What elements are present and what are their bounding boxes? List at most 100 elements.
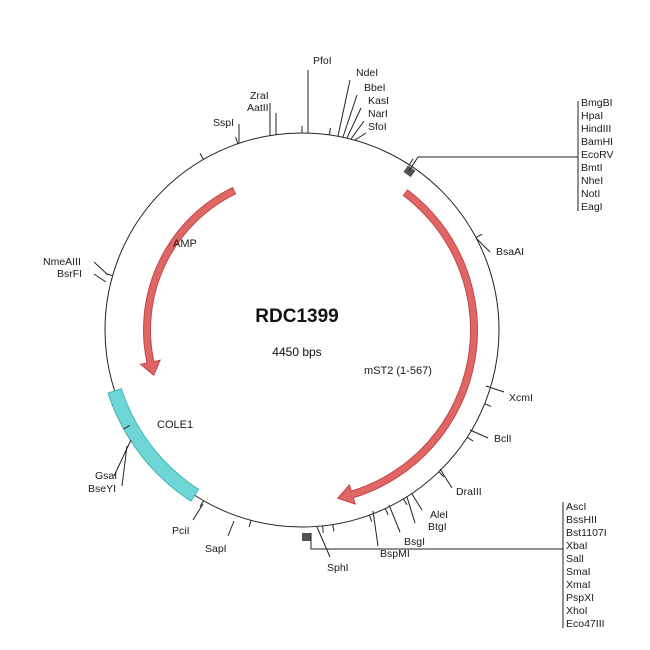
site-bspmi[interactable]: BspMI	[372, 510, 410, 560]
site-btgi-leader	[406, 496, 416, 524]
plasmid-size-label: 4450 bps	[272, 345, 321, 359]
site-pcii-leader	[192, 503, 204, 521]
site-zrai-label: ZraI	[250, 90, 269, 102]
site-bsgi-leader	[388, 504, 401, 533]
site-noti-label: NotI	[581, 188, 600, 200]
tick-bspmi	[368, 514, 373, 522]
site-hindiii-label: HindIII	[581, 123, 611, 135]
site-alei-leader	[411, 493, 423, 511]
site-hpai-label: HpaI	[581, 110, 603, 122]
site-zrai-group[interactable]: ZraI AatII	[247, 90, 277, 136]
site-xcmi-leader	[485, 385, 505, 393]
site-bcli[interactable]: BclI	[469, 429, 512, 445]
site-eco47iii-label: Eco47III	[566, 618, 605, 630]
tick-xcmi	[484, 403, 492, 407]
site-asci-leader	[310, 533, 563, 550]
site-pspxi-label: PspXI	[566, 592, 594, 604]
site-sapi[interactable]: SapI	[205, 520, 235, 555]
site-nmeaiii-label: NmeAIII	[43, 256, 81, 268]
site-xhoi-label: XhoI	[566, 605, 588, 617]
site-ecorv-label: EcoRV	[581, 149, 614, 161]
tick-alei	[403, 498, 408, 506]
tick-draiii	[438, 471, 445, 478]
tick-ndei-group	[328, 127, 331, 135]
site-smai-label: SmaI	[566, 566, 591, 578]
plasmid-name-title: RDC1399	[255, 306, 338, 327]
tick-zrai	[235, 136, 239, 144]
site-gsai-group[interactable]: GsaI BseYI	[88, 439, 132, 495]
site-gsai-leader	[113, 439, 132, 477]
site-bsaai-label: BsaAI	[496, 246, 524, 258]
tick-sapi	[248, 520, 252, 528]
site-bamhi-label: BamHI	[581, 136, 613, 148]
site-bsshii-label: BssHII	[566, 514, 597, 526]
site-nmeaiii-group[interactable]: NmeAIII BsrFI	[43, 256, 109, 283]
site-bmgbi-group[interactable]: BmgBI HpaI HindIII BamHI EcoRV BmtI NheI…	[408, 97, 614, 213]
site-sphi[interactable]: SphI	[316, 526, 349, 574]
site-xcmi-label: XcmI	[509, 392, 533, 404]
site-ndei-leader	[337, 79, 351, 137]
tick-bmgbi-group	[408, 158, 414, 166]
site-asci-group[interactable]: AscI BssHII Bst1107I XbaI SalI SmaI XmaI…	[310, 501, 607, 630]
site-bbei-label: BbeI	[364, 82, 386, 94]
site-bsrfi-label: BsrFI	[57, 268, 82, 280]
site-nari-label: NarI	[368, 108, 388, 120]
mst2-feature-label: mST2 (1-567)	[364, 365, 432, 377]
site-bcli-label: BclI	[494, 433, 512, 445]
site-sspi-label: SspI	[213, 117, 234, 129]
cole1-feature-label: COLE1	[157, 419, 193, 431]
mcs-cluster-mark-bottom	[302, 533, 311, 541]
site-eagi-label: EagI	[581, 201, 603, 213]
site-asci-label: AscI	[566, 501, 586, 513]
site-bbei-leader	[342, 94, 358, 138]
tick-bcli	[466, 436, 474, 442]
site-nhei-label: NheI	[581, 175, 603, 187]
site-draiii[interactable]: DraIII	[439, 468, 482, 498]
site-bmgbi-label: BmgBI	[581, 97, 613, 109]
site-bspmi-leader	[372, 510, 379, 547]
amp-feature-label: AMP	[173, 238, 197, 250]
tick-bsaai	[475, 233, 483, 238]
mst2-feature-arrow[interactable]	[336, 189, 478, 505]
site-xmai-label: XmaI	[566, 579, 591, 591]
site-kasi-leader	[346, 107, 362, 139]
site-ndei-label: NdeI	[356, 67, 378, 79]
site-sapi-label: SapI	[205, 543, 227, 555]
amp-feature-arrow[interactable]	[139, 186, 237, 377]
site-pfoi-label: PfoI	[313, 55, 332, 67]
site-nmeaiii-leader	[93, 261, 109, 276]
site-bsrfi-leader	[93, 273, 107, 283]
site-xcmi[interactable]: XcmI	[485, 385, 533, 404]
site-sphi-label: SphI	[327, 562, 349, 574]
site-sspi[interactable]: SspI	[213, 117, 240, 143]
site-draiii-label: DraIII	[456, 486, 482, 498]
site-xbai-label: XbaI	[566, 540, 588, 552]
site-sapi-leader	[227, 520, 235, 537]
site-aatii-label: AatII	[247, 102, 269, 114]
mcs-cluster-mark-top	[403, 165, 416, 178]
site-sfoi-label: SfoI	[368, 121, 387, 133]
site-alei-group[interactable]: AleI BtgI	[406, 493, 448, 533]
site-bst1107i-label: Bst1107I	[566, 527, 607, 539]
site-bsaai[interactable]: BsaAI	[475, 237, 524, 258]
site-bseyi-leader	[121, 445, 128, 487]
site-bcli-leader	[469, 429, 489, 439]
site-bmti-label: BmtI	[581, 162, 603, 174]
site-alei-label: AleI	[430, 509, 448, 521]
site-pcii[interactable]: PciI	[172, 503, 204, 537]
cole1-feature-box[interactable]	[107, 388, 200, 502]
tick-sphi	[322, 525, 324, 533]
site-bmgbi-leader	[408, 156, 578, 172]
tick-pcii	[199, 500, 204, 507]
site-bsgi[interactable]: BsgI	[388, 504, 425, 548]
tick-asci-group	[332, 524, 335, 532]
site-nari-leader	[350, 120, 365, 140]
site-kasi-label: KasI	[368, 95, 389, 107]
tick-gsai	[123, 425, 130, 430]
site-bsgi-label: BsgI	[404, 536, 425, 548]
site-sphi-leader	[316, 526, 331, 558]
site-ndei-group[interactable]: NdeI BbeI KasI NarI SfoI	[337, 67, 389, 141]
site-bsaai-leader	[475, 237, 491, 253]
site-pfoi[interactable]: PfoI	[307, 55, 332, 133]
